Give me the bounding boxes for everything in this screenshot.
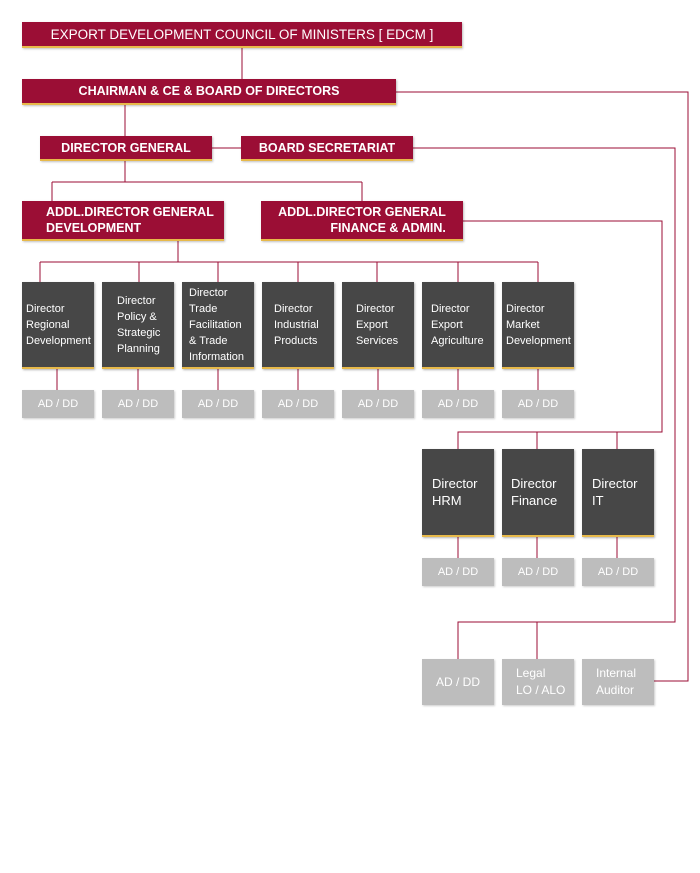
director-box: Director Export Services	[342, 282, 414, 369]
director-hrm-box: Director HRM	[422, 449, 494, 537]
ad-dd-box: AD / DD	[342, 390, 414, 418]
director-label: Director Industrial Products	[274, 302, 319, 347]
chairman-label: CHAIRMAN & CE & BOARD OF DIRECTORS	[78, 84, 340, 98]
director-hrm-label: Director HRM	[432, 476, 478, 508]
ad-dd-box: AD / DD	[422, 390, 494, 418]
director-label: Director Trade Facilitation & Trade Info…	[189, 286, 245, 363]
director-label: Director Export Agriculture	[431, 302, 484, 347]
director-it-box: Director IT	[582, 449, 654, 537]
internal-auditor-box: Internal Auditor	[582, 659, 654, 705]
legal-label: Legal LO / ALO	[516, 666, 566, 697]
director-label: Director Policy & Strategic Planning	[117, 294, 161, 355]
director-label: Director Market Development	[506, 302, 571, 347]
ad-dd-label: AD / DD	[437, 566, 479, 578]
internal-auditor-label: Internal Auditor	[596, 666, 637, 697]
director-general-box: DIRECTOR GENERAL	[40, 136, 212, 161]
ad-dd-box: AD / DD	[502, 558, 574, 586]
ad-dd-box: AD / DD	[182, 390, 254, 418]
addl-dg-development-box: ADDL.DIRECTOR GENERAL DEVELOPMENT	[22, 201, 224, 241]
director-label: Director Regional Development	[26, 302, 91, 347]
addl-dg-finance-label: ADDL.DIRECTOR GENERAL FINANCE & ADMIN.	[278, 205, 446, 235]
director-it-label: Director IT	[592, 476, 638, 508]
legal-box: Legal LO / ALO	[502, 659, 574, 705]
ad-dd-label: AD / DD	[437, 398, 479, 410]
director-finance-label: Director Finance	[511, 476, 558, 508]
ad-dd-box: AD / DD	[22, 390, 94, 418]
director-box: Director Export Agriculture	[422, 282, 494, 369]
director-label: Director Export Services	[356, 302, 399, 347]
board-secretariat-label: BOARD SECRETARIAT	[258, 140, 396, 155]
ad-dd-label: AD / DD	[117, 398, 159, 410]
addl-dg-finance-box: ADDL.DIRECTOR GENERAL FINANCE & ADMIN.	[261, 201, 463, 241]
chairman-box: CHAIRMAN & CE & BOARD OF DIRECTORS	[22, 79, 396, 105]
director-general-label: DIRECTOR GENERAL	[61, 140, 191, 155]
ad-dd-box: AD / DD	[262, 390, 334, 418]
bottom-ad-dd-label: AD / DD	[435, 674, 480, 689]
director-box: Director Trade Facilitation & Trade Info…	[182, 282, 254, 369]
ad-dd-label: AD / DD	[517, 566, 559, 578]
bottom-ad-dd-box: AD / DD	[422, 659, 494, 705]
ad-dd-box: AD / DD	[422, 558, 494, 586]
edcm-box: EXPORT DEVELOPMENT COUNCIL OF MINISTERS …	[22, 22, 462, 48]
ad-dd-box: AD / DD	[582, 558, 654, 586]
ad-dd-box: AD / DD	[102, 390, 174, 418]
ad-dd-label: AD / DD	[197, 398, 239, 410]
edcm-label: EXPORT DEVELOPMENT COUNCIL OF MINISTERS …	[50, 26, 434, 42]
director-box: Director Regional Development	[22, 282, 94, 369]
ad-dd-label: AD / DD	[277, 398, 319, 410]
ad-dd-label: AD / DD	[597, 566, 639, 578]
ad-dd-label: AD / DD	[37, 398, 79, 410]
director-box: Director Market Development	[502, 282, 574, 369]
director-box: Director Policy & Strategic Planning	[102, 282, 174, 369]
ad-dd-label: AD / DD	[357, 398, 399, 410]
board-secretariat-box: BOARD SECRETARIAT	[241, 136, 413, 161]
addl-dg-development-label: ADDL.DIRECTOR GENERAL DEVELOPMENT	[46, 205, 214, 235]
director-box: Director Industrial Products	[262, 282, 334, 369]
ad-dd-label: AD / DD	[517, 398, 559, 410]
director-finance-box: Director Finance	[502, 449, 574, 537]
ad-dd-box: AD / DD	[502, 390, 574, 418]
